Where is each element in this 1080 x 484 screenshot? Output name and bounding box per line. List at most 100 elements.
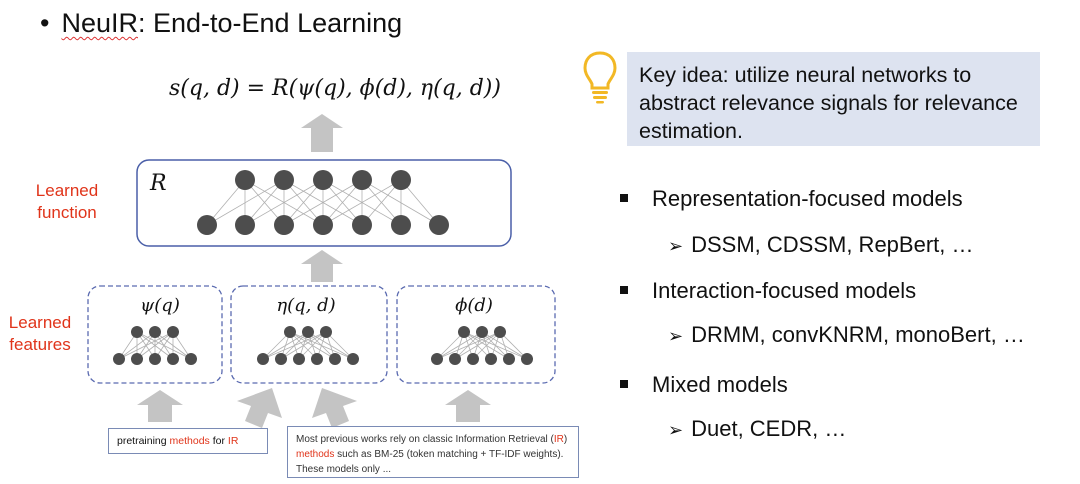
- learned-features-label-line2: features: [9, 335, 71, 354]
- arrowhead-icon: ➢: [668, 420, 684, 440]
- arrow-diag-right: [312, 388, 357, 428]
- network-node: [131, 353, 143, 365]
- network-node: [235, 215, 255, 235]
- note2-text-e: such as BM-25 (token matching + TF-IDF w…: [296, 449, 564, 475]
- note2-text-a: Most previous works rely on classic Info…: [296, 434, 554, 445]
- network-edge: [325, 331, 354, 360]
- network-node: [494, 326, 506, 338]
- network-node: [274, 215, 294, 235]
- network-node: [149, 326, 161, 338]
- network-node: [431, 353, 443, 365]
- network-phi: [431, 326, 533, 365]
- bullet-square-1: [620, 194, 628, 202]
- network-edge: [322, 179, 402, 226]
- note2-text-c: ): [563, 434, 568, 445]
- feature-label-psi: ψ(q): [140, 295, 180, 316]
- note2-text-d: methods: [296, 449, 335, 460]
- list-item-interaction: Interaction-focused models: [652, 278, 917, 303]
- network-node: [284, 326, 296, 338]
- arrow-up-left: [137, 390, 183, 422]
- list-sub-interaction: ➢DRMM, convKNRM, monoBert, …: [668, 322, 1025, 347]
- network-node: [485, 353, 497, 365]
- pretraining-note: pretraining methods for IR: [108, 428, 268, 454]
- key-idea-box: Key idea: utilize neural networks to abs…: [627, 52, 1040, 146]
- network-node: [320, 326, 332, 338]
- neuir-diagram: s(q, d) = R(ψ(q), ϕ(d), η(q, d)) R ψ(q) …: [87, 76, 556, 428]
- feature-networks: [113, 326, 533, 365]
- network-node: [311, 353, 323, 365]
- r-label: R: [149, 171, 167, 196]
- network-node: [197, 215, 217, 235]
- network-node: [167, 326, 179, 338]
- network-edge: [436, 331, 465, 360]
- network-edge: [436, 331, 501, 360]
- note1-text-a: pretraining: [117, 435, 170, 447]
- network-edge: [454, 331, 501, 360]
- network-node: [467, 353, 479, 365]
- learned-function-label-line1: Learned: [35, 181, 99, 200]
- network-node: [149, 353, 161, 365]
- network-edge: [118, 331, 174, 360]
- title-bullet: •: [40, 8, 50, 38]
- feature-label-eta: η(q, d): [276, 295, 335, 316]
- network-node: [503, 353, 515, 365]
- network-edge: [499, 331, 528, 360]
- network-node: [235, 170, 255, 190]
- network-edge: [206, 179, 285, 226]
- note1-text-d: IR: [227, 435, 239, 447]
- network-edge: [280, 331, 327, 360]
- title-neuir: NeuIR: [61, 8, 138, 38]
- network-eta: [257, 326, 359, 365]
- network-node: [476, 326, 488, 338]
- network-node: [347, 353, 359, 365]
- network-node: [521, 353, 533, 365]
- title-rest: : End-to-End Learning: [137, 8, 403, 38]
- arrow-up-right: [445, 390, 491, 422]
- network-node: [313, 215, 333, 235]
- note1-text-c: for: [209, 435, 228, 447]
- network-edge: [262, 331, 291, 360]
- network-edge: [244, 179, 324, 226]
- note2-text-b: IR: [553, 434, 564, 445]
- network-edge: [361, 179, 440, 226]
- bullet-square-3: [620, 380, 628, 388]
- formula: s(q, d) = R(ψ(q), ϕ(d), η(q, d)): [169, 76, 501, 101]
- arrow-diag-left: [237, 388, 282, 428]
- learned-features-label-line1: Learned: [8, 313, 72, 332]
- note1-text-b: methods: [169, 435, 210, 447]
- arrow-up-middle: [301, 250, 343, 282]
- network-node: [274, 170, 294, 190]
- learned-function-label-line2: function: [37, 203, 97, 222]
- list-sub-representation: ➢DSSM, CDSSM, RepBert, …: [668, 232, 974, 257]
- big-network-layers: [197, 170, 449, 235]
- network-node: [275, 353, 287, 365]
- network-edge: [118, 331, 156, 360]
- network-node: [391, 170, 411, 190]
- network-edge: [283, 179, 363, 226]
- bullet-square-2: [620, 286, 628, 294]
- network-edge: [472, 331, 501, 360]
- previous-works-note: Most previous works rely on classic Info…: [287, 426, 579, 478]
- network-edge: [298, 331, 327, 360]
- feature-label-phi: ϕ(d): [455, 295, 493, 316]
- network-psi: [113, 326, 197, 365]
- network-node: [257, 353, 269, 365]
- network-node: [352, 170, 372, 190]
- lightbulb-icon: [583, 51, 617, 104]
- network-node: [131, 326, 143, 338]
- network-node: [449, 353, 461, 365]
- network-node: [293, 353, 305, 365]
- learned-function-label: Learned function: [22, 180, 112, 224]
- list-sub-mixed: ➢Duet, CEDR, …: [668, 416, 847, 441]
- network-node: [185, 353, 197, 365]
- arrows: [137, 114, 491, 428]
- list-item-representation: Representation-focused models: [652, 186, 963, 211]
- network-node: [313, 170, 333, 190]
- network-node: [302, 326, 314, 338]
- network-node: [391, 215, 411, 235]
- network-node: [352, 215, 372, 235]
- network-node: [113, 353, 125, 365]
- network-node: [429, 215, 449, 235]
- network-edge: [262, 331, 327, 360]
- network-node: [329, 353, 341, 365]
